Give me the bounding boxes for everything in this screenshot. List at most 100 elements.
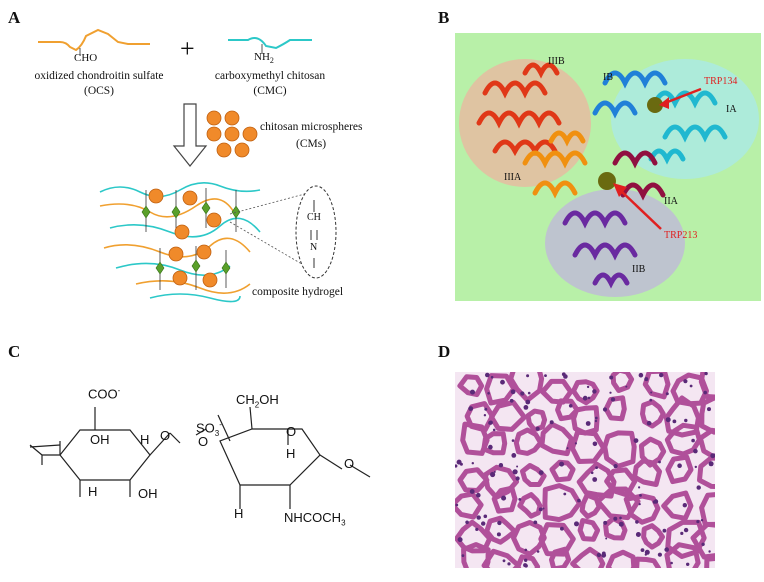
nucleus: [704, 372, 708, 376]
h-label-3: H: [234, 506, 244, 521]
ch2oh-label: CH2OH: [236, 392, 279, 410]
cmc-amine-main: NH: [254, 51, 270, 63]
nucleus: [680, 531, 684, 535]
nucleus: [533, 520, 538, 525]
nucleus: [509, 398, 514, 403]
nucleus: [483, 514, 488, 519]
nucleus: [683, 527, 689, 533]
nucleus: [633, 438, 639, 443]
nucleus: [527, 391, 531, 395]
nucleus: [515, 476, 520, 481]
h-label-1: H: [140, 432, 150, 447]
nucleus: [664, 547, 669, 552]
nhcoch3-label: NHCOCH3: [284, 510, 346, 528]
coo-charge: -: [117, 386, 121, 395]
ocs-aldehyde-group: CHO: [74, 52, 98, 64]
alveolus-wall: [457, 467, 490, 493]
alveolus-wall: [482, 464, 519, 500]
alveolus-wall: [704, 556, 715, 568]
imine-bond-zoom: [295, 185, 337, 279]
nucleus: [665, 392, 669, 396]
nucleus: [710, 453, 715, 459]
nucleus: [524, 558, 528, 562]
alveolus-wall: [571, 379, 600, 406]
alveolus-wall: [661, 490, 694, 521]
domain-ia: [648, 90, 728, 165]
domain-label-iiia: IIIA: [504, 172, 522, 183]
alveolus-wall: [579, 492, 602, 519]
nucleus: [488, 444, 493, 450]
nucleus: [652, 500, 657, 504]
nucleus: [602, 407, 608, 412]
alveolus-wall: [525, 408, 548, 433]
cmc-name: carboxymethyl chitosan: [214, 70, 326, 82]
nucleus: [646, 420, 652, 426]
nucleus: [549, 420, 554, 425]
nucleus: [520, 391, 525, 396]
cmc-abbr: (CMC): [253, 85, 287, 97]
nucleus: [635, 520, 639, 524]
alveolus-wall: [602, 430, 637, 469]
h-label-right-ring: H: [286, 446, 296, 461]
galnac-ring: [219, 428, 321, 486]
alveolus-wall: [555, 398, 580, 422]
nucleus: [563, 374, 568, 379]
nucleus: [594, 416, 598, 420]
nucleus: [640, 548, 645, 552]
alveolus-wall: [640, 399, 666, 429]
nucleus: [586, 385, 590, 389]
alveolus-wall: [670, 372, 709, 407]
alveolus-wall: [697, 455, 715, 490]
alveolar-tissue: [455, 372, 715, 568]
domain-label-ia: IA: [726, 104, 737, 115]
nucleus: [465, 520, 469, 525]
domain-iiib: [476, 62, 562, 157]
nucleus: [609, 375, 614, 380]
trp134-residue: [647, 97, 663, 113]
nucleus: [613, 516, 618, 521]
nucleus: [497, 520, 502, 526]
panel-label-d: D: [438, 342, 451, 361]
nucleus: [485, 372, 490, 378]
alveolus-wall: [605, 549, 637, 568]
nucleus: [538, 470, 544, 475]
nucleus: [523, 405, 529, 410]
domain-iiia: [522, 130, 588, 199]
alveolus-wall: [570, 546, 606, 568]
alveolus-wall: [520, 463, 547, 487]
nucleus: [638, 372, 644, 378]
hydrogel-label: composite hydrogel: [252, 286, 344, 298]
nucleus: [619, 516, 622, 520]
alveolus-wall: [461, 542, 491, 568]
nucleus: [574, 521, 579, 527]
alveolus-wall: [455, 519, 493, 554]
trp134-label: TRP134: [704, 76, 738, 87]
nucleus: [587, 396, 591, 400]
panel-label-c: C: [8, 342, 21, 361]
domain-iia: [612, 150, 666, 201]
nucleus: [592, 441, 598, 447]
cms-abbr: (CMs): [296, 138, 327, 150]
nucleus: [526, 374, 530, 378]
nucleus: [566, 447, 569, 450]
alveolus-wall: [571, 405, 600, 436]
alveolus-wall: [641, 523, 665, 550]
nucleus: [481, 521, 486, 526]
nucleus: [618, 521, 624, 527]
hydrogel-network: [99, 182, 261, 303]
alveolus-wall: [664, 542, 701, 568]
so3-sub: 3: [214, 428, 220, 438]
alveolus-wall: [517, 492, 543, 519]
nucleus: [468, 406, 474, 411]
alveolus-wall: [623, 493, 661, 525]
nucleus: [525, 399, 531, 405]
alveolus-wall: [489, 399, 527, 432]
trp134-arrow: [664, 87, 702, 105]
trp213-arrow: [618, 188, 662, 230]
nucleus: [511, 453, 517, 458]
alveolus-wall: [604, 467, 638, 498]
cmc-chain: [228, 37, 312, 50]
nucleus: [501, 495, 507, 501]
nucleus: [689, 384, 693, 388]
coo-label: COO-: [88, 386, 120, 401]
